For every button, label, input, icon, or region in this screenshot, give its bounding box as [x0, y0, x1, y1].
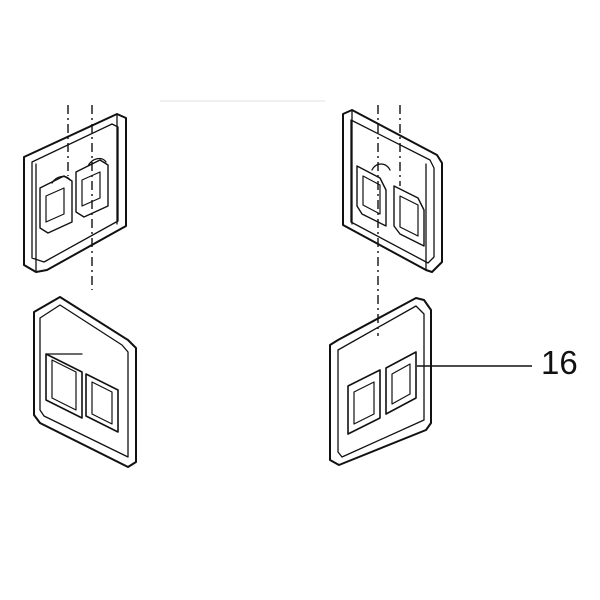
- left-assembly: [23, 113, 137, 468]
- right-cover-plate: [329, 297, 432, 466]
- right-mounting-frame: [342, 109, 443, 273]
- left-alignment-lines: [67, 105, 93, 290]
- left-mounting-frame: [23, 113, 127, 273]
- right-assembly: [329, 109, 443, 466]
- callout-label-16: 16: [541, 344, 578, 381]
- left-cover-plate: [33, 296, 137, 468]
- right-alignment-lines: [377, 105, 401, 336]
